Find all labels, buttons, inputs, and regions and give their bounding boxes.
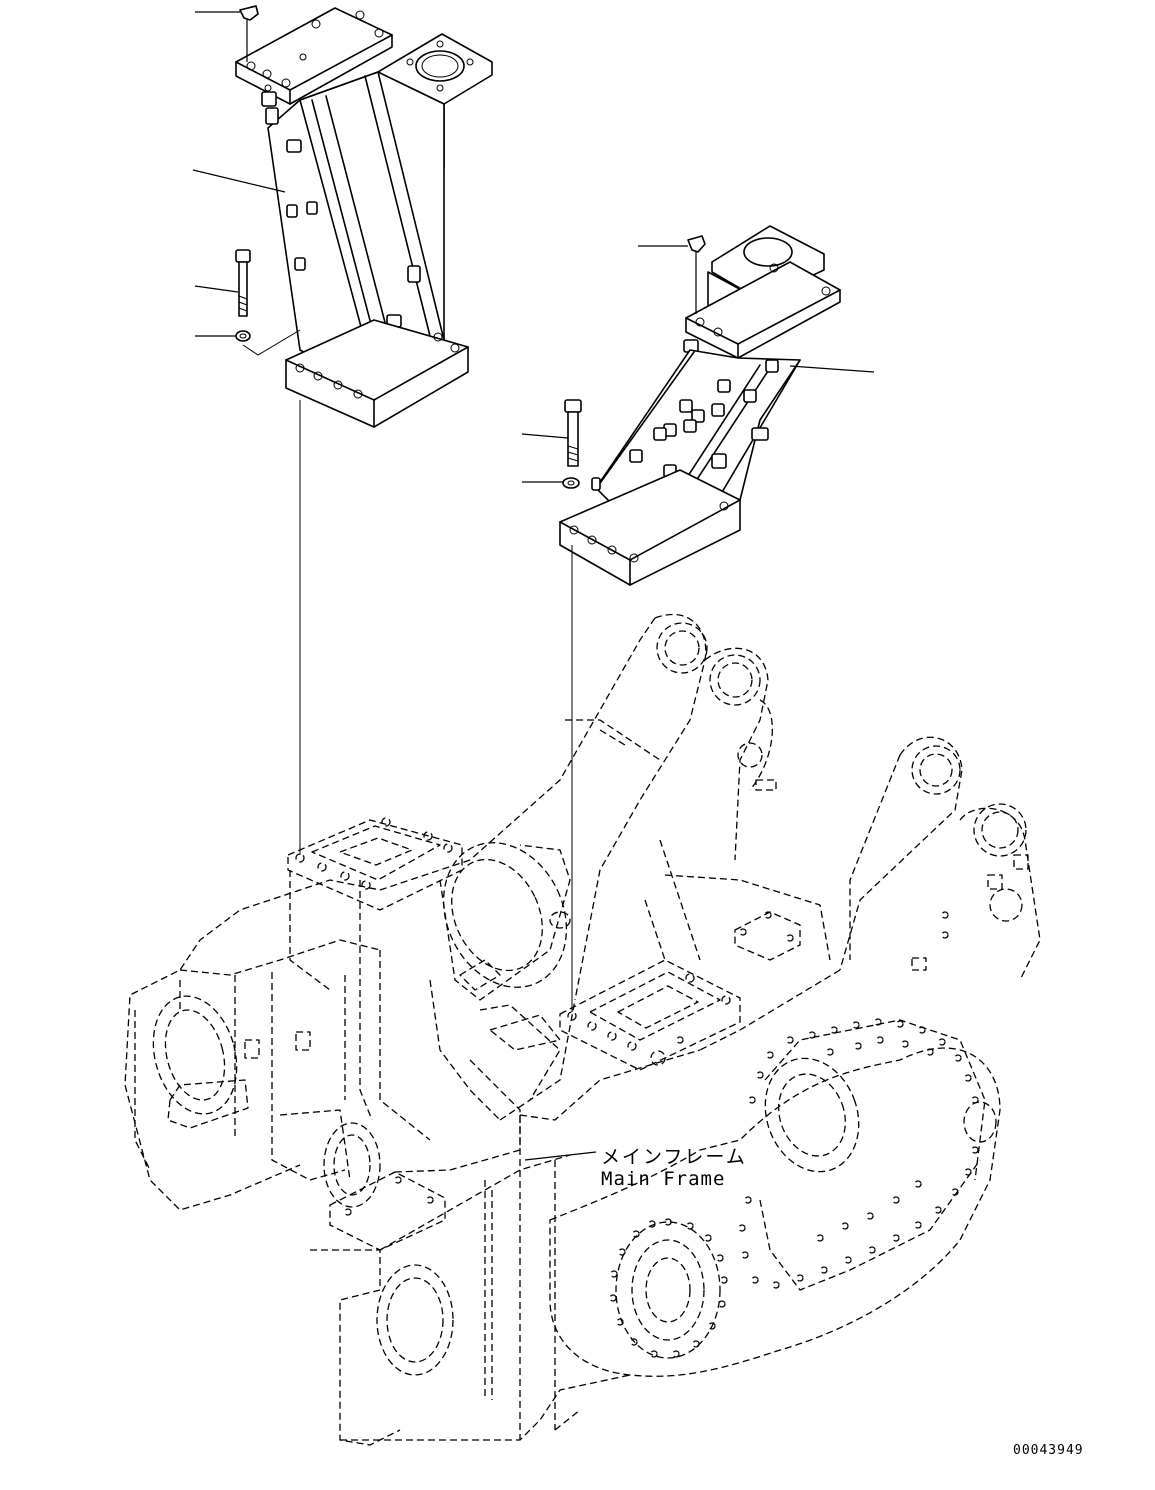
leader-main-frame	[525, 1152, 596, 1160]
leader-bolt-right	[522, 434, 568, 438]
leader-column-left	[193, 170, 285, 192]
left-column-assembly	[236, 6, 492, 427]
main-frame	[125, 614, 1040, 1445]
drawing-number: 00043949	[1013, 1443, 1084, 1458]
right-column-assembly	[560, 226, 840, 585]
main-frame-label-en: Main Frame	[601, 1168, 726, 1190]
bolt-circle-upper	[739, 1019, 978, 1288]
main-frame-label-jp: メインフレーム	[601, 1146, 747, 1168]
leader-column-right	[790, 366, 874, 372]
bolt-circle-lower	[610, 1219, 727, 1357]
leader-lines	[193, 12, 874, 1012]
leader-bolt-left	[195, 286, 238, 292]
